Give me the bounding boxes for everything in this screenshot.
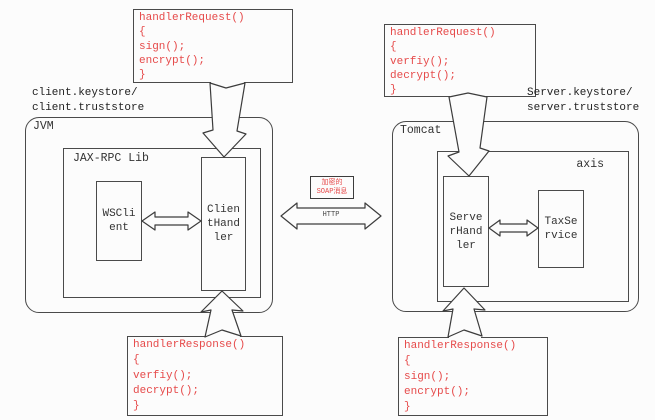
jaxrpc-lib-container: JAX-RPC Lib (63, 148, 261, 298)
jvm-label: JVM (33, 120, 54, 133)
http-label: HTTP (322, 211, 340, 219)
encrypted-soap-message-box: 加密的 SOAP消息 (310, 176, 354, 199)
code-line: { (133, 354, 140, 367)
serverhandler-node: ServerHandler (443, 176, 489, 287)
tomcat-label: Tomcat (400, 124, 442, 137)
server-handler-request-code-box: handlerRequest() { verfiy(); decrypt(); … (384, 24, 536, 97)
code-line: sign(); (404, 370, 451, 383)
axis-label: axis (576, 158, 604, 171)
code-line: } (404, 401, 411, 414)
code-line: } (139, 69, 146, 82)
code-line: handlerResponse() (404, 340, 517, 352)
code-line: verfiy(); (390, 55, 450, 68)
code-line: sign(); (139, 40, 186, 53)
code-line: verfiy(); (133, 369, 193, 382)
code-line: } (133, 400, 140, 413)
code-line: { (139, 26, 146, 39)
tomcat-container: Tomcat (392, 121, 639, 312)
code-line: handlerRequest() (139, 12, 245, 24)
jaxrpc-lib-label: JAX-RPC Lib (73, 152, 149, 165)
axis-container: axis (437, 151, 629, 302)
server-keystore-line2: server.truststore (527, 102, 640, 114)
soap-box-line2: SOAP消息 (316, 188, 348, 196)
wsclient-node: WSClient (96, 181, 142, 261)
client-keystore-line1: client.keystore/ (32, 87, 138, 99)
soap-box-line1: 加密的 (321, 179, 343, 187)
taxservice-node: TaxService (538, 190, 584, 268)
server-keystore-line1: Server.keystore/ (527, 87, 633, 99)
code-line: encrypt(); (404, 385, 471, 398)
code-line: decrypt(); (390, 69, 457, 82)
code-line: { (390, 41, 397, 54)
client-keystore-line2: client.truststore (32, 102, 145, 114)
client-keystore-label: client.keystore/ client.truststore (32, 86, 144, 116)
code-line: { (404, 355, 411, 368)
client-handler-response-code-box: handlerResponse() { verfiy(); decrypt();… (127, 336, 283, 416)
jvm-container: JVM (25, 117, 273, 313)
clienthandler-node: ClientHandler (201, 157, 246, 291)
code-line: } (390, 84, 397, 97)
code-line: encrypt(); (139, 54, 206, 67)
server-keystore-label: Server.keystore/ server.truststore (527, 86, 639, 116)
server-handler-response-code-box: handlerResponse() { sign(); encrypt(); } (398, 337, 548, 416)
client-handler-request-code-box: handlerRequest() { sign(); encrypt(); } (133, 9, 293, 83)
code-line: handlerRequest() (390, 27, 496, 39)
code-line: decrypt(); (133, 384, 200, 397)
code-line: handlerResponse() (133, 339, 246, 351)
